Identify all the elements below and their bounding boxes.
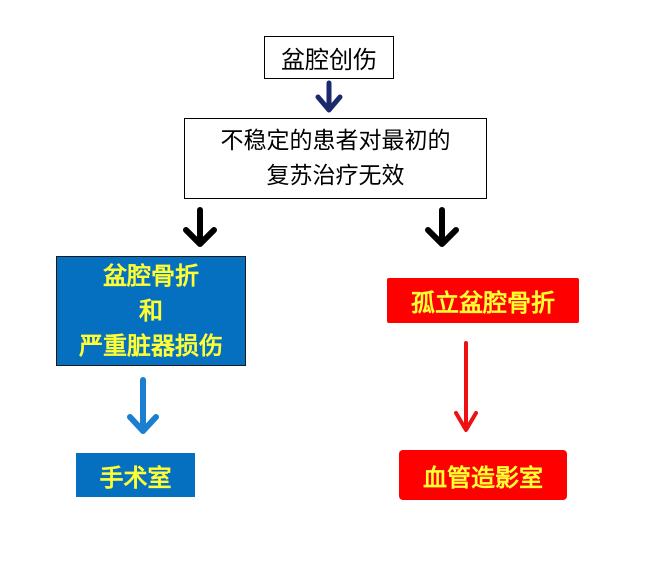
node-unstable-line1: 不稳定的患者对最初的 [220,127,451,154]
node-pelvic-trauma: 盆腔创伤 [264,36,394,79]
node-isolated-pelvic-fracture: 孤立盆腔骨折 [387,278,579,323]
arrow-unstable-to-isolated [425,207,459,247]
node-angiography-label: 血管造影室 [423,463,543,492]
node-operating-room: 手术室 [76,453,195,497]
node-operating-room-label: 手术室 [99,463,172,492]
node-unstable-patient: 不稳定的患者对最初的 复苏治疗无效 [184,118,487,199]
node-fracture-organ-line1: 盆腔骨折 [103,261,199,290]
arrow-trauma-to-unstable [315,80,343,113]
node-pelvic-trauma-label: 盆腔创伤 [281,46,377,74]
arrow-fracture-organ-to-or [127,377,159,434]
arrow-isolated-to-angio [454,341,478,432]
node-angiography-room: 血管造影室 [399,450,567,500]
arrow-unstable-to-fracture-organ [183,207,217,247]
node-fracture-organ-line3: 严重脏器损伤 [79,331,223,360]
node-unstable-line2: 复苏治疗无效 [266,162,405,189]
node-isolated-label: 孤立盆腔骨折 [411,289,555,317]
node-fracture-and-organ-injury: 盆腔骨折 和 严重脏器损伤 [56,256,246,366]
node-fracture-organ-line2: 和 [139,296,163,325]
